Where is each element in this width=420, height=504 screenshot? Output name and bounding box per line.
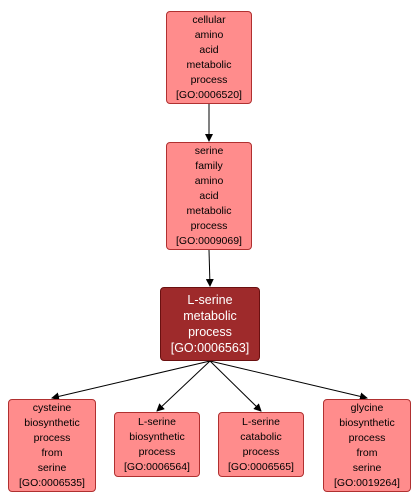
node-go-0019264[interactable]: glycine biosynthetic process from serine [GO:… [323,399,411,492]
node-go-id: [GO:0006520] [176,88,242,101]
node-label-line: L-serine [242,415,280,428]
node-go-id: [GO:0006563] [170,341,250,355]
node-label-line: serine [352,461,382,474]
edge-go_0006563-to-go_0006564 [156,360,211,412]
node-label-line: acid [199,189,219,202]
edge-go_0006563-to-go_0019264 [209,360,368,401]
node-label-line: biosynthetic [339,416,395,429]
node-label-line: L-serine [138,415,176,428]
node-go-0006565[interactable]: L-serine catabolic process [GO:0006565] [218,412,304,477]
node-label-line: process [138,445,176,458]
node-label-line: metabolic [183,309,237,323]
node-go-id: [GO:0006565] [228,460,294,473]
node-label-line: process [242,445,280,458]
node-label-line: L-serine [187,293,233,307]
node-go-0009069[interactable]: serine family amino acid metabolic process [GO… [166,142,252,250]
node-go-0006535[interactable]: cysteine biosynthetic process from serine [GO… [8,399,96,492]
node-go-id: [GO:0009069] [176,234,242,247]
node-go-id: [GO:0006535] [19,476,85,489]
node-label-line: glycine [350,401,384,414]
node-go-0006564[interactable]: L-serine biosynthetic process [GO:0006564] [114,412,200,477]
node-label-line: metabolic [186,204,232,217]
node-label-line: serine [194,144,224,157]
node-label-line: metabolic [186,58,232,71]
node-label-line: serine [37,461,67,474]
node-label-line: process [348,431,386,444]
node-go-id: [GO:0006564] [124,460,190,473]
node-label-line: biosynthetic [24,416,80,429]
node-label-line: amino [194,174,224,187]
node-go-id: [GO:0019264] [334,476,400,489]
node-label-line: acid [199,43,219,56]
node-label-line: process [33,431,71,444]
edge-go_0006563-to-go_0006565 [209,360,262,412]
edge-go_0009069-to-go_0006563 [205,249,214,287]
node-label-line: amino [194,28,224,41]
node-label-line: process [188,325,232,339]
node-label-line: from [41,446,63,459]
node-label-line: process [190,73,228,86]
node-label-line: cellular [192,13,226,26]
node-label-line: process [190,219,228,232]
node-label-line: cysteine [32,401,72,414]
node-label-line: biosynthetic [129,430,185,443]
node-label-line: family [195,159,223,172]
node-go-0006563[interactable]: L-serine metabolic process [GO:0006563] [160,287,260,361]
node-label-line: from [356,446,378,459]
edge-go_0006563-to-go_0006535 [51,360,211,401]
node-go-0006520[interactable]: cellular amino acid metabolic process [GO:000… [166,11,252,104]
node-label-line: catabolic [240,430,282,443]
